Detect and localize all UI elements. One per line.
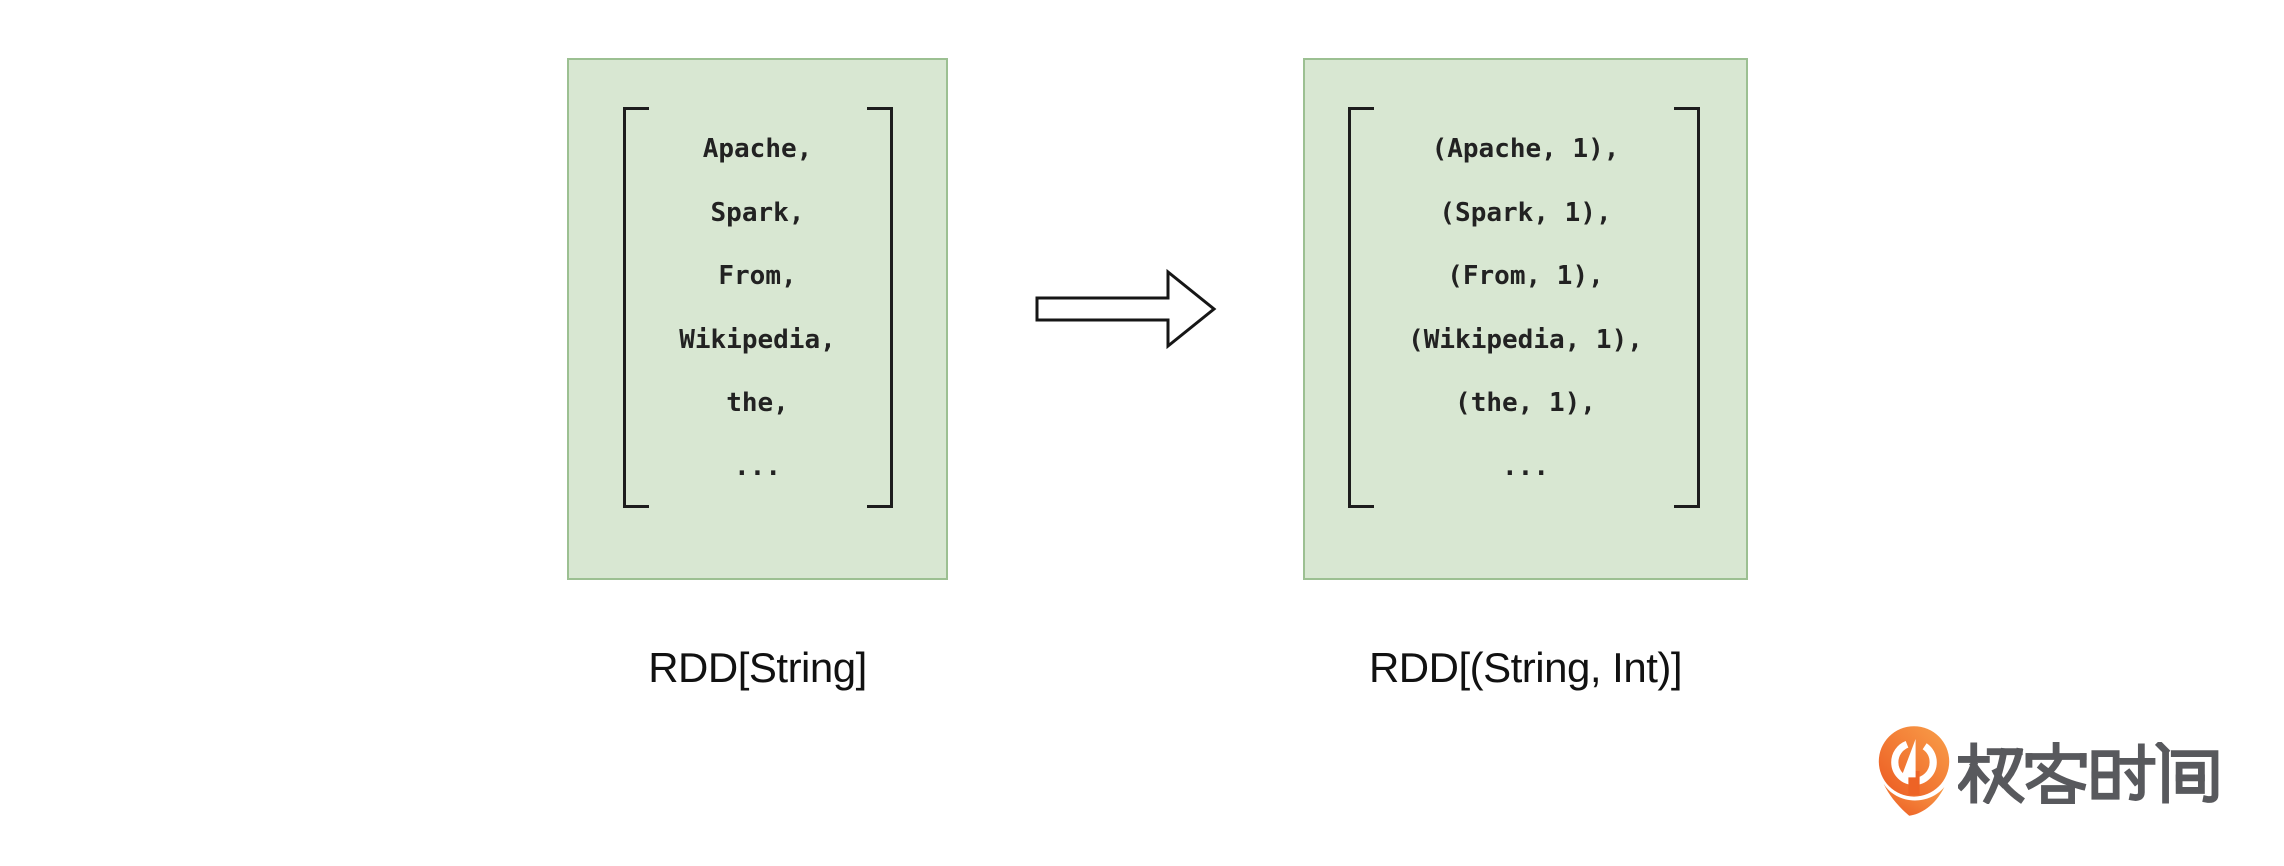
glyph-shi	[2091, 743, 2156, 801]
list-item: (Wikipedia, 1),	[1408, 324, 1643, 355]
glyph-ke	[2025, 742, 2087, 804]
open-bracket-icon	[1348, 107, 1374, 508]
open-bracket-icon	[623, 107, 649, 508]
glyph-ji	[1958, 742, 2025, 804]
list-item: (Spark, 1),	[1439, 197, 1612, 228]
list-item-ellipsis: ...	[1502, 451, 1549, 482]
rdd-string-items: Apache, Spark, From, Wikipedia, the, ...	[569, 118, 946, 499]
close-bracket-icon	[867, 107, 893, 508]
list-item: (the, 1),	[1455, 388, 1596, 418]
right-box-caption: RDD[(String, Int)]	[1368, 644, 1683, 691]
list-item: (From, 1),	[1447, 261, 1604, 291]
list-item: From,	[718, 261, 797, 291]
list-item: the,	[726, 388, 789, 418]
geektime-pin-icon	[1878, 726, 1950, 816]
left-box-caption: RDD[String]	[648, 644, 867, 691]
rdd-string-box: Apache, Spark, From, Wikipedia, the, ...	[567, 58, 948, 580]
list-item: Wikipedia,	[679, 324, 836, 355]
rdd-string-int-box: (Apache, 1), (Spark, 1), (From, 1), (Wik…	[1303, 58, 1748, 580]
glyph-jian	[2154, 742, 2219, 804]
list-item: Spark,	[710, 197, 805, 228]
right-arrow-icon	[1035, 268, 1217, 350]
rdd-string-int-items: (Apache, 1), (Spark, 1), (From, 1), (Wik…	[1305, 118, 1746, 499]
list-item-ellipsis: ...	[734, 451, 781, 482]
list-item: Apache,	[702, 134, 813, 164]
list-item: (Apache, 1),	[1431, 134, 1620, 164]
geektime-wordmark	[1958, 742, 2219, 804]
close-bracket-icon	[1674, 107, 1700, 508]
geektime-logo	[1874, 726, 2224, 822]
